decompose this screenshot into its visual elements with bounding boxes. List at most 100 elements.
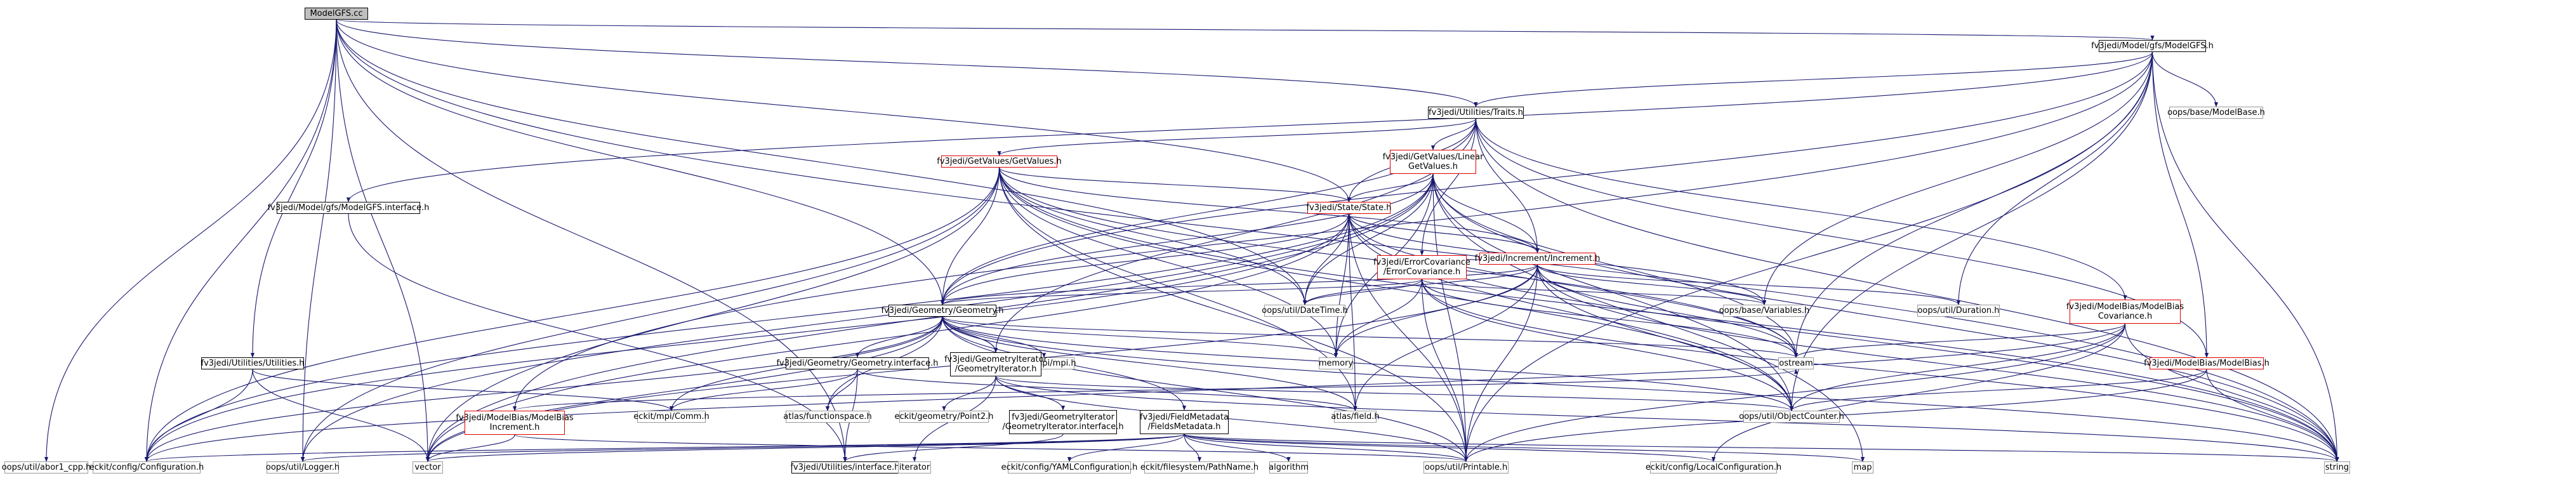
edge-mbcov-to-ostream — [1794, 323, 2126, 358]
edge-mbcov-to-configuration — [145, 323, 2126, 462]
edge-root-to-datetime — [336, 19, 1307, 305]
node-geoiter-iface[interactable]: fv3jedi/GeometryIterator /GeometryIterat… — [1002, 410, 1124, 434]
edge-getvalues-to-datetime — [998, 167, 1307, 305]
node-duration[interactable]: oops/util/Duration.h — [1917, 305, 2000, 317]
node-yamlconf[interactable]: eckit/config/YAMLConfiguration.h — [1001, 461, 1138, 474]
node-point2[interactable]: eckit/geometry/Point2.h — [894, 411, 994, 423]
edge-fieldmeta-to-string — [1184, 434, 2339, 462]
node-mbinc[interactable]: fv3jedi/ModelBias/ModelBias Increment.h — [456, 411, 574, 435]
edge-geom_iface-to-atlasfield — [857, 369, 1357, 411]
edge-fieldmeta-to-vector — [426, 434, 1185, 462]
edge-fieldmeta-to-logger — [301, 434, 1185, 462]
node-variables[interactable]: oops/base/Variables.h — [1719, 305, 1810, 317]
edge-fieldmeta-to-yamlconf — [1067, 434, 1185, 462]
edge-traits-to-increment — [1475, 118, 1540, 253]
node-logger[interactable]: oops/util/Logger.h — [265, 461, 340, 474]
node-traits[interactable]: fv3jedi/Utilities/Traits.h — [1428, 107, 1524, 119]
node-functionspace[interactable]: atlas/functionspace.h — [783, 411, 872, 423]
edge-errcov-to-datetime — [1302, 279, 1423, 305]
node-atlasfield[interactable]: atlas/field.h — [1331, 411, 1380, 423]
node-interface[interactable]: fv3jedi/Utilities/interface.h — [790, 461, 900, 474]
node-configuration[interactable]: eckit/config/Configuration.h — [89, 461, 204, 474]
edge-state-to-ostream — [1348, 213, 1799, 358]
node-utilities[interactable]: fv3jedi/Utilities/Utilities.h — [201, 357, 305, 369]
edge-increment-to-string — [1536, 264, 2339, 462]
edge-errcov-to-ostream — [1421, 279, 1799, 358]
edge-getvalues-to-printable — [998, 167, 1469, 462]
edge-traits-to-mbcov — [1475, 118, 2127, 300]
edge-root-to-abort — [44, 19, 337, 462]
node-model-h[interactable]: fv3jedi/Model/gfs/ModelGFS.h — [2091, 40, 2214, 52]
node-geoiter[interactable]: fv3jedi/GeometryIterator /GeometryIterat… — [944, 352, 1047, 376]
node-vector[interactable]: vector — [413, 461, 443, 474]
edge-utilities-to-configuration — [144, 369, 253, 462]
node-printable[interactable]: oops/util/Printable.h — [1423, 461, 1509, 474]
edge-model_h-to-modelbase — [2151, 51, 2219, 107]
node-state[interactable]: fv3jedi/State/State.h — [1306, 202, 1392, 214]
edge-geoiter-to-string — [995, 376, 2339, 462]
node-root[interactable]: ModelGFS.cc — [305, 8, 368, 20]
edge-root-to-logger — [300, 19, 337, 462]
edge-root-to-configuration — [144, 19, 337, 462]
node-algorithm[interactable]: algorithm — [1269, 461, 1309, 474]
node-abort[interactable]: oops/util/abor1_cpp.h — [1, 461, 91, 474]
edge-fieldmeta-to-localconf — [1184, 434, 1715, 462]
node-modelbias[interactable]: fv3jedi/ModelBias/ModelBias.h — [2144, 357, 2269, 369]
edge-state-to-geometry — [940, 213, 1350, 305]
edge-modelbias-to-objcounter — [1790, 369, 2207, 411]
node-geom-iface[interactable]: fv3jedi/Geometry/Geometry.interface.h — [776, 357, 939, 369]
edge-getvalues-to-configuration — [144, 167, 1000, 462]
node-model-iface[interactable]: fv3jedi/Model/gfs/ModelGFS.interface.h — [267, 202, 430, 214]
edge-utilities-to-comm — [252, 369, 673, 411]
node-memory[interactable]: memory — [1318, 357, 1354, 369]
node-comm[interactable]: eckit/mpi/Comm.h — [633, 411, 710, 423]
edge-increment-to-state — [1347, 213, 1538, 253]
edge-model_h-to-printable — [1463, 51, 2153, 462]
edge-geometry-to-objcounter — [942, 316, 1793, 411]
node-map[interactable]: map — [1852, 461, 1873, 474]
edge-modelbias-to-string — [2206, 369, 2339, 462]
edge-mbinc-to-vector — [425, 434, 515, 462]
node-increment[interactable]: fv3jedi/Increment/Increment.h — [1474, 253, 1601, 265]
node-errcov[interactable]: fv3jedi/ErrorCovariance /ErrorCovariance… — [1373, 255, 1470, 279]
edge-increment-to-printable — [1463, 264, 1538, 462]
edge-geometry-to-string — [942, 316, 2339, 462]
edge-mbinc-to-printable — [514, 434, 1468, 462]
node-string[interactable]: string — [2324, 461, 2350, 474]
edge-model_h-to-modelbias — [2151, 51, 2209, 358]
node-localconf[interactable]: eckit/config/LocalConfiguration.h — [1645, 461, 1782, 474]
edge-state-to-memory — [1333, 213, 1350, 358]
edge-root-to-geometry — [336, 19, 945, 305]
edge-errcov-to-objcounter — [1421, 279, 1794, 411]
edge-root-to-traits — [336, 19, 1478, 107]
edge-lingetvalues-to-printable — [1432, 173, 1469, 462]
edge-mbcov-to-string — [2124, 323, 2339, 462]
node-modelbase[interactable]: oops/base/ModelBase.h — [2167, 107, 2265, 119]
edge-increment-to-variables — [1536, 264, 1767, 305]
edge-getvalues-to-atlasfield — [998, 167, 1357, 411]
edge-increment-to-geometry — [941, 264, 1538, 305]
node-geometry[interactable]: fv3jedi/Geometry/Geometry.h — [881, 305, 1004, 317]
edge-lingetvalues-to-logger — [300, 173, 1434, 462]
node-iterator[interactable]: iterator — [898, 461, 931, 474]
edge-model_h-to-model_iface — [347, 51, 2153, 202]
edge-lingetvalues-to-state — [1347, 173, 1434, 202]
edge-geom_iface-to-comm — [669, 369, 858, 411]
node-ostream[interactable]: ostream — [1778, 357, 1814, 369]
node-lingetvalues[interactable]: fv3jedi/GetValues/Linear GetValues.h — [1383, 150, 1483, 174]
edge-utilities-to-vector — [252, 369, 430, 462]
node-fieldmeta[interactable]: fv3jedi/FieldMetadata /FieldsMetadata.h — [1140, 410, 1229, 434]
edge-root-to-utilities — [250, 19, 337, 358]
edge-root-to-interface — [336, 19, 847, 462]
edge-errcov-to-memory — [1333, 279, 1423, 358]
node-datetime[interactable]: oops/util/DateTime.h — [1262, 305, 1348, 317]
edge-fieldmeta-to-algorithm — [1184, 434, 1291, 462]
edge-geometry-to-atlasfield — [942, 316, 1357, 411]
node-pathname[interactable]: eckit/filesystem/PathName.h — [1140, 461, 1259, 474]
edge-lingetvalues-to-string — [1432, 173, 2339, 462]
node-getvalues[interactable]: fv3jedi/GetValues/GetValues.h — [937, 156, 1062, 168]
node-mbcov[interactable]: fv3jedi/ModelBias/ModelBias Covariance.h — [2066, 300, 2184, 324]
edge-errcov-to-string — [1421, 279, 2339, 462]
node-objcounter[interactable]: oops/util/ObjectCounter.h — [1739, 411, 1844, 423]
